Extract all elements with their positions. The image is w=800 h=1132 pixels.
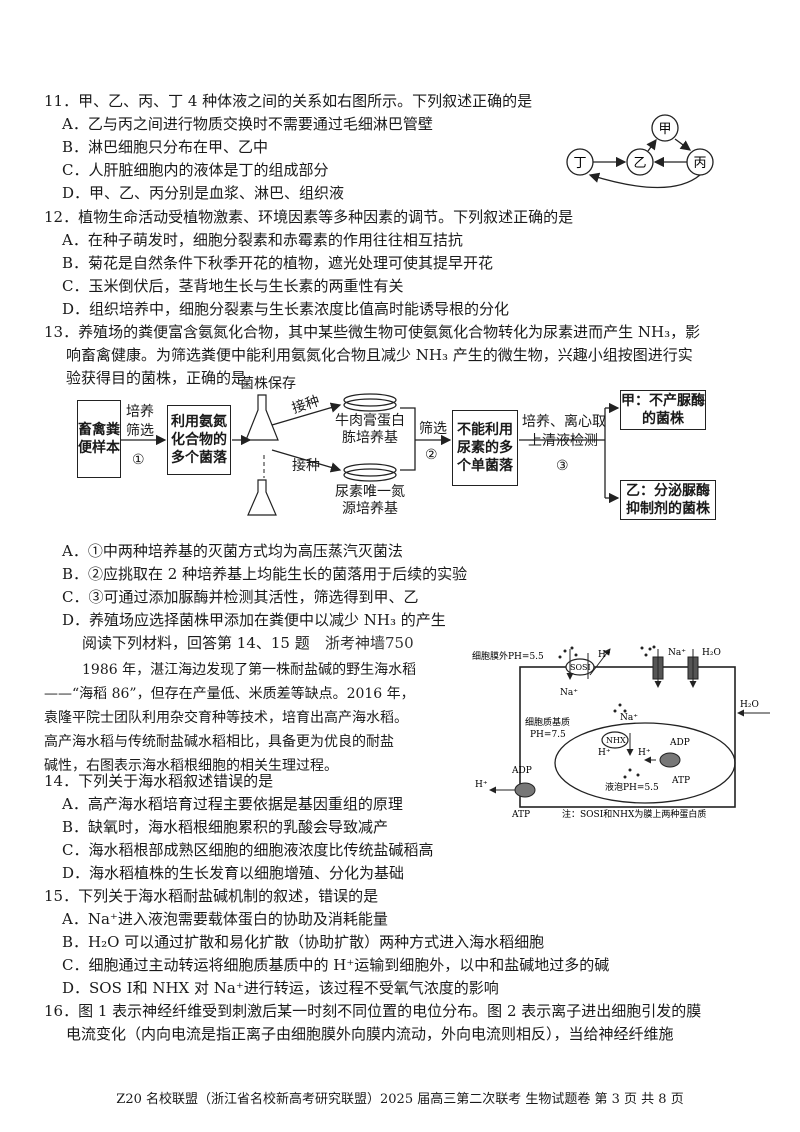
label-screen1: 筛选: [126, 423, 154, 439]
label-screen2: 筛选: [419, 421, 447, 437]
sosi-label: SOSI: [570, 663, 591, 672]
node-bing: 丙: [693, 156, 706, 171]
q14-option-c: C．海水稻根部成熟区细胞的细胞液浓度比传统盐碱稻高: [62, 841, 434, 859]
material-line-3: 袁隆平院士团队利用杂交育种等技术，培育出高产海水稻。: [44, 710, 408, 726]
label-step3: ③: [556, 458, 569, 474]
label-step2: ②: [425, 447, 438, 463]
q13-flowchart: 畜禽粪便样本 培养 筛选 ① 利用氨氮化合物的多个菌落 菌株保存 接种 接种 牛…: [0, 0, 800, 540]
q15-option-a: A．Na⁺进入液泡需要载体蛋白的协助及消耗能量: [62, 910, 388, 928]
q16-line-1: 16．图 1 表示神经纤维受到刺激后某一时刻不同位置的电位分布。图 2 表示离子…: [44, 1002, 702, 1020]
label-medium-urea: 尿素唯一氮源培养基: [335, 484, 405, 517]
adp-vacuole-label: ADP: [669, 738, 690, 748]
na-outside-label: Na⁺: [668, 648, 686, 658]
matrix-ph-label: PH=7.5: [530, 730, 566, 740]
atp-membrane-label: ATP: [511, 810, 530, 820]
page-footer: Z20 名校联盟（浙江省名校新高考研究联盟）2025 届高三第二次联考 生物试题…: [116, 1092, 684, 1107]
q12-stem: 12．植物生命活动受植物激素、环境因素等多种因素的调节。下列叙述正确的是: [44, 208, 574, 226]
cell-outside-ph: 细胞膜外PH=5.5: [472, 650, 544, 662]
h-pump-label: H⁺: [638, 748, 651, 758]
cell-note: 注：SOSI和NHX为膜上两种蛋白质: [562, 808, 706, 820]
h2o-right-label: H₂O: [740, 700, 759, 710]
watermark-text: 浙考神墙750: [325, 634, 414, 652]
label-step3-a: 培养、离心取: [522, 414, 606, 430]
vacuole-ph-label: 液泡PH=5.5: [605, 781, 659, 793]
material-line-2: ——“海稻 86”，但存在产量低、米质差等缺点。2016 年，: [44, 686, 415, 702]
q15-option-d: D．SOS Ⅰ和 NHX 对 Na⁺进行转运，该过程不受氧气浓度的影响: [62, 979, 499, 997]
box-sample: 畜禽粪便样本: [77, 400, 121, 478]
label-inoculate-2: 接种: [292, 458, 320, 474]
material-line-5: 碱性，右图表示海水稻根细胞的相关生理过程。: [44, 758, 338, 774]
q13-option-c: C．③可通过添加脲酶并检测其活性，筛选得到甲、乙: [62, 588, 419, 606]
q11-option-c: C．人肝脏细胞内的液体是丁的组成部分: [62, 161, 329, 179]
node-jia: 甲: [658, 122, 671, 137]
q13-option-a: A．①中两种培养基的灭菌方式均为高压蒸汽灭菌法: [62, 542, 403, 560]
root-cell-diagram: 细胞膜外PH=5.5 SOSI H⁺ Na⁺ Na⁺ H₂O H₂O 细胞质基质…: [472, 645, 770, 820]
flow-arrows: [120, 393, 620, 516]
q14-option-d: D．海水稻植株的生长发育以细胞增殖、分化为基础: [62, 864, 405, 882]
h-membrane-label: H⁺: [475, 780, 488, 790]
q15-option-c: C．细胞通过主动转运将细胞质基质中的 H⁺运输到细胞外，以中和盐碱地过多的碱: [62, 956, 610, 974]
atp-vacuole-label: ATP: [671, 776, 690, 786]
q13-stem-line1: 13．养殖场的粪便富含氨氮化合物，其中某些微生物可使氨氮化合物转化为尿素进而产生…: [44, 323, 701, 341]
node-yi: 乙: [633, 156, 646, 171]
matrix-label: 细胞质基质: [525, 716, 570, 728]
material-intro: 阅读下列材料，回答第 14、15 题: [82, 634, 310, 652]
label-culture: 培养: [126, 404, 154, 420]
q13-stem-line2: 响畜禽健康。为筛选粪便中能利用氨氮化合物且减少 NH₃ 产生的微生物，兴趣小组按…: [66, 346, 693, 364]
q12-option-c: C．玉米倒伏后，茎背地生长与生长素的两重性有关: [62, 277, 404, 295]
q11-option-b: B．淋巴细胞只分布在甲、乙中: [62, 138, 269, 156]
h-outside-label: H⁺: [598, 650, 611, 660]
q13-option-d: D．养殖场应选择菌株甲添加在粪便中以减少 NH₃ 的产生: [62, 611, 446, 629]
q15-stem: 15．下列关于海水稻耐盐碱机制的叙述，错误的是: [44, 887, 379, 905]
q13-option-b: B．②应挑取在 2 种培养基上均能生长的菌落用于后续的实验: [62, 565, 468, 583]
h2o-outside-label: H₂O: [702, 648, 721, 658]
q14-option-b: B．缺氧时，海水稻根细胞累积的乳酸会导致减产: [62, 818, 389, 836]
q14-option-a: A．高产海水稻培育过程主要依据是基因重组的原理: [62, 795, 403, 813]
box-single-colonies: 不能利用尿素的多个单菌落: [452, 410, 518, 486]
material-line-4: 高产海水稻与传统耐盐碱水稻相比，具备更为优良的耐盐: [44, 734, 394, 750]
body-fluid-diagram: 甲 乙 丙 丁: [566, 114, 714, 189]
label-step1: ①: [132, 452, 145, 468]
na-vacuole-label: Na⁺: [620, 713, 638, 723]
q16-line-2: 电流变化（内向电流是指正离子由细胞膜外向膜内流动，外向电流则相反），当给神经纤维…: [66, 1025, 674, 1043]
label-medium-beef: 牛肉膏蛋白胨培养基: [335, 413, 405, 446]
q11-option-a: A．乙与丙之间进行物质交换时不需要通过毛细淋巴管壁: [62, 115, 433, 133]
q11-stem: 11．甲、乙、丙、丁 4 种体液之间的关系如右图所示。下列叙述正确的是: [44, 92, 533, 110]
q15-option-b: B．H₂O 可以通过扩散和易化扩散（协助扩散）两种方式进入海水稻细胞: [62, 933, 545, 951]
q12-option-a: A．在种子萌发时，细胞分裂素和赤霉素的作用往往相互拮抗: [62, 231, 463, 249]
box-result-jia: 甲：不产脲酶的菌株: [620, 390, 706, 430]
node-ding: 丁: [573, 156, 586, 171]
adp-membrane-label: ADP: [511, 766, 532, 776]
q13-stem-line3: 验获得目的菌株，正确的是: [66, 369, 247, 387]
label-step3-b: 上清液检测: [528, 433, 598, 449]
q14-stem: 14．下列关于海水稻叙述错误的是: [44, 772, 274, 790]
na-inside-label: Na⁺: [560, 688, 578, 698]
material-line-1: 1986 年，湛江海边发现了第一株耐盐碱的野生海水稻: [82, 662, 417, 678]
nhx-label: NHX: [606, 736, 626, 745]
q12-option-b: B．菊花是自然条件下秋季开花的植物，遮光处理可使其提早开花: [62, 254, 494, 272]
q12-option-d: D．组织培养中，细胞分裂素与生长素浓度比值高时能诱导根的分化: [62, 300, 510, 318]
label-preserve: 菌株保存: [240, 376, 296, 392]
h-vacuole-label: H⁺: [598, 748, 611, 758]
box-result-yi: 乙：分泌脲酶抑制剂的菌株: [620, 480, 716, 520]
q11-option-d: D．甲、乙、丙分别是血浆、淋巴、组织液: [62, 184, 345, 202]
box-colonies: 利用氨氮化合物的多个菌落: [167, 405, 231, 475]
